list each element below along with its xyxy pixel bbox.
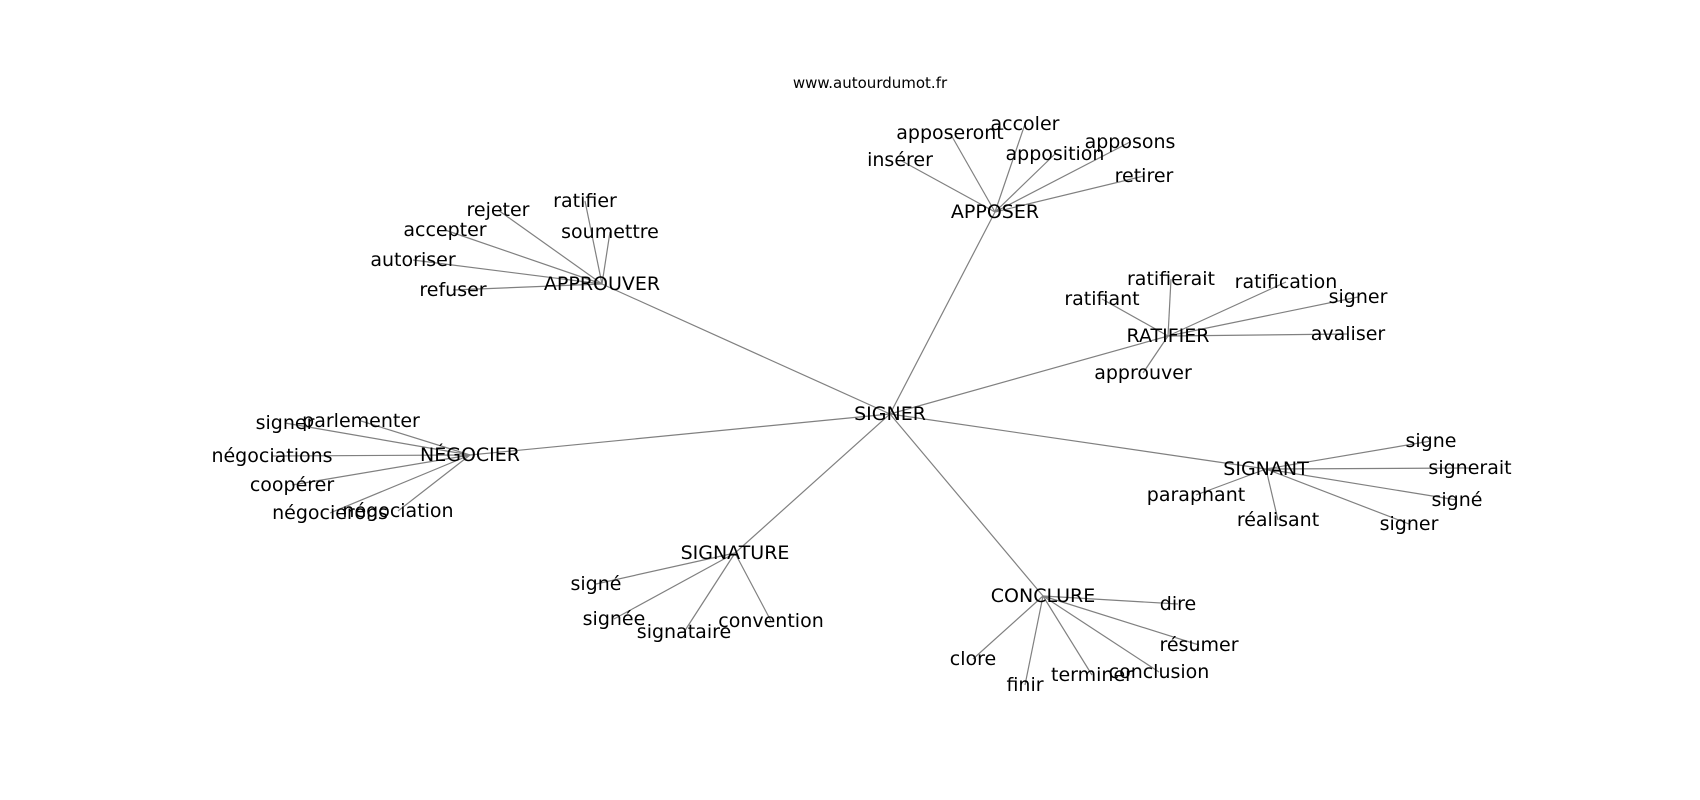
edge-center-hub [889,211,996,415]
leaf-node: signée [583,608,646,630]
hub-node: CONCLURE [991,585,1095,607]
edge-hub-leaf [1024,595,1044,686]
edge-hub-leaf [972,595,1044,660]
edge-hub-leaf [1167,333,1349,337]
edge-hub-leaf [412,259,603,285]
edge-hub-leaf [994,175,1145,213]
edge-hub-leaf [452,283,603,291]
leaf-node: finir [1006,674,1043,696]
leaf-node: avaliser [1311,323,1386,345]
site-label: www.autourdumot.fr [793,74,948,92]
edge-hub-leaf [291,454,471,486]
edge-hub-leaf [1265,468,1458,501]
leaf-node: signer [1329,286,1388,308]
leaf-node: négocierons [272,502,388,524]
edge-hub-leaf [1167,278,1172,337]
edge-hub-leaf [949,132,996,213]
edge-hub-leaf [271,454,471,457]
edge-hub-leaf [1042,595,1179,605]
edge-center-hub [734,413,891,554]
edge-hub-leaf [1167,296,1359,337]
leaf-node: apposons [1085,131,1176,153]
leaf-node: négociation [342,500,453,522]
edge-hub-leaf [994,141,1131,213]
edge-hub-leaf [899,159,996,213]
center-node: SIGNER [854,403,926,425]
edge-hub-leaf [994,123,1026,213]
leaf-node: rejeter [466,199,529,221]
leaf-node: ratifiant [1064,288,1139,310]
edge-hub-leaf [1265,468,1279,521]
leaf-node: ratification [1235,271,1338,293]
leaf-node: négociations [211,445,332,467]
leaf-node: signerait [1428,457,1511,479]
edge-hub-leaf [1167,281,1287,337]
leaf-node: ratifier [553,190,617,212]
edge-center-hub [889,335,1169,415]
leaf-node: signataire [637,621,731,643]
leaf-node: accepter [403,219,486,241]
leaf-node: refuser [419,279,486,301]
leaf-node: parlementer [302,410,420,432]
edge-hub-leaf [360,420,471,456]
leaf-node: coopérer [250,474,335,496]
leaf-node: apposeront [896,122,1004,144]
labels-layer: www.autourdumot.fr SIGNER APPOSER insérer a… [211,74,1511,696]
leaf-node: soumettre [561,221,659,243]
edge-center-hub [601,283,891,415]
edge-hub-leaf [1101,298,1169,337]
edge-hub-leaf [1042,595,1093,676]
hub-node: APPOSER [951,201,1039,223]
leaf-node: convention [718,610,823,632]
leaf-node: réalisant [1237,509,1319,531]
edge-hub-leaf [444,229,603,285]
edges-layer [271,123,1471,686]
edge-hub-leaf [1042,595,1160,673]
edge-hub-leaf [1265,467,1471,470]
edge-hub-leaf [1195,468,1267,496]
leaf-node: signe [1406,430,1457,452]
leaf-node: approuver [1094,362,1192,384]
edge-center-hub [889,413,1267,470]
leaf-node: clore [950,648,996,670]
leaf-node: terminer [1051,664,1133,686]
edge-hub-leaf [497,209,603,285]
edge-hub-leaf [1042,595,1200,646]
hub-node: APPROUVER [544,273,660,295]
edge-hub-leaf [1265,468,1410,525]
leaf-node: accoler [991,113,1060,135]
leaf-node: ratifierait [1127,268,1215,290]
leaf-node: dire [1160,593,1196,615]
hub-node: SIGNANT [1223,458,1309,480]
hub-node: RATIFIER [1127,325,1210,347]
leaf-node: retirer [1115,165,1174,187]
edge-center-hub [469,413,891,456]
leaf-node: conclusion [1109,661,1210,683]
edge-hub-leaf [1142,335,1169,374]
edge-hub-leaf [397,454,471,512]
leaf-node: paraphant [1147,484,1245,506]
leaf-node: signer [1380,513,1439,535]
leaf-node: apposition [1006,143,1105,165]
edge-hub-leaf [329,454,471,514]
edge-hub-leaf [284,422,471,456]
edge-hub-leaf [601,231,611,285]
leaf-node: résumer [1159,634,1238,656]
edge-hub-leaf [734,552,772,622]
hub-node: NÉGOCIER [420,443,520,466]
leaf-node: signé [571,573,622,595]
edge-hub-leaf [595,552,736,585]
edge-hub-leaf [613,552,736,620]
edge-hub-leaf [994,153,1056,213]
edge-center-hub [889,413,1044,597]
hub-node: SIGNATURE [681,542,790,564]
edge-hub-leaf [1265,440,1432,470]
edge-hub-leaf [584,200,603,285]
leaf-node: signé [1432,489,1483,511]
leaf-node: autoriser [370,249,455,271]
edge-hub-leaf [683,552,736,633]
leaf-node: signer [256,412,315,434]
leaf-node: insérer [867,149,933,171]
